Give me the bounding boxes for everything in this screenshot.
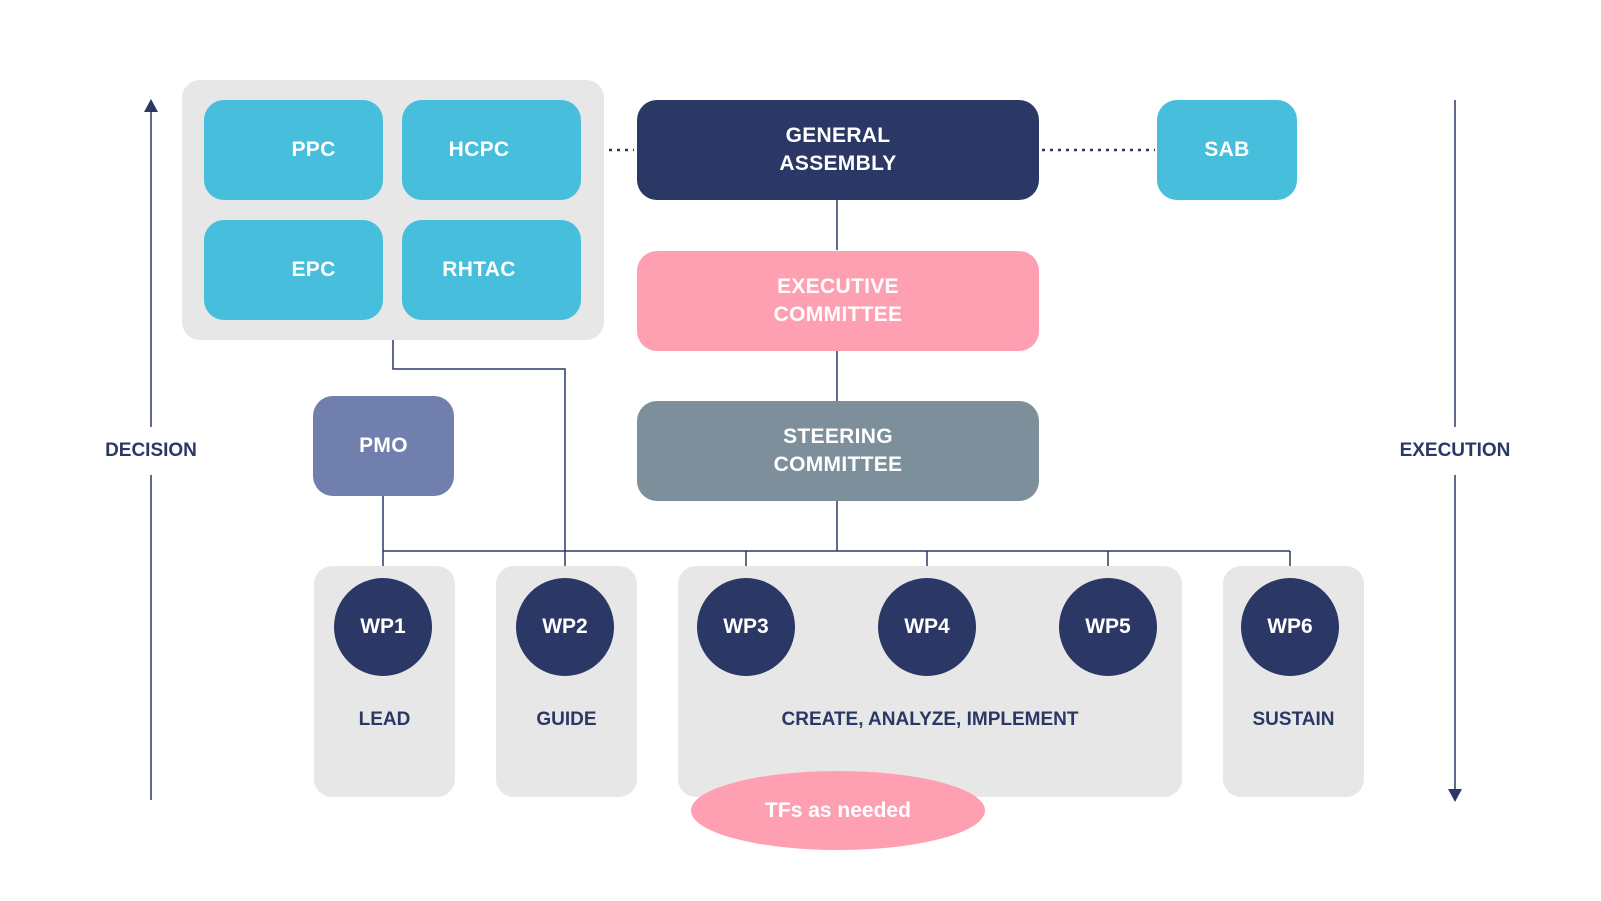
create-caption: CREATE, ANALYZE, IMPLEMENT [781, 709, 1079, 730]
wp4-label: WP4 [904, 615, 950, 638]
general-assembly-box[interactable]: GENERAL ASSEMBLY [637, 100, 1039, 200]
sustain-caption: SUSTAIN [1252, 709, 1335, 730]
decision-label: DECISION [105, 440, 197, 461]
execution-label: EXECUTION [1399, 440, 1511, 461]
task-forces-label: TFs as needed [765, 798, 911, 822]
executive-committee-box[interactable]: EXECUTIVE COMMITTEE [637, 251, 1039, 351]
executive-committee-line2: COMMITTEE [773, 303, 903, 326]
executive-committee-line1: EXECUTIVE [777, 275, 899, 298]
epc-box[interactable]: EPC [204, 220, 383, 320]
wp4-circle[interactable]: WP4 [878, 578, 976, 676]
wp5-label: WP5 [1085, 615, 1131, 638]
sab-box[interactable]: SAB [1157, 100, 1297, 200]
wp2-circle[interactable]: WP2 [516, 578, 614, 676]
steering-committee-line1: STEERING [783, 425, 893, 448]
guide-caption: GUIDE [536, 709, 597, 730]
wp1-circle[interactable]: WP1 [334, 578, 432, 676]
sab-label: SAB [1204, 138, 1250, 161]
wp3-label: WP3 [723, 615, 769, 638]
pmo-box[interactable]: PMO [313, 396, 454, 496]
pmo-label: PMO [359, 434, 408, 457]
execution-arrowhead [1448, 789, 1462, 802]
rhtac-label: RHTAC [442, 258, 516, 281]
general-assembly-line2: ASSEMBLY [779, 152, 897, 175]
hcpc-label: HCPC [448, 138, 510, 161]
decision-arrowhead [144, 99, 158, 112]
task-forces-ellipse[interactable]: TFs as needed [691, 771, 985, 850]
wp5-circle[interactable]: WP5 [1059, 578, 1157, 676]
rhtac-box[interactable]: RHTAC [402, 220, 581, 320]
steering-committee-line2: COMMITTEE [773, 453, 903, 476]
ppc-box[interactable]: PPC [204, 100, 383, 200]
wp2-label: WP2 [542, 615, 588, 638]
wp3-circle[interactable]: WP3 [697, 578, 795, 676]
steering-committee-box[interactable]: STEERING COMMITTEE [637, 401, 1039, 501]
link-committees-wp2 [392, 340, 566, 578]
general-assembly-line1: GENERAL [785, 124, 891, 147]
wp6-label: WP6 [1267, 615, 1313, 638]
wp1-label: WP1 [360, 615, 406, 638]
wp6-circle[interactable]: WP6 [1241, 578, 1339, 676]
ppc-label: PPC [291, 138, 336, 161]
hcpc-box[interactable]: HCPC [402, 100, 581, 200]
lead-caption: LEAD [358, 709, 411, 730]
epc-label: EPC [291, 258, 336, 281]
